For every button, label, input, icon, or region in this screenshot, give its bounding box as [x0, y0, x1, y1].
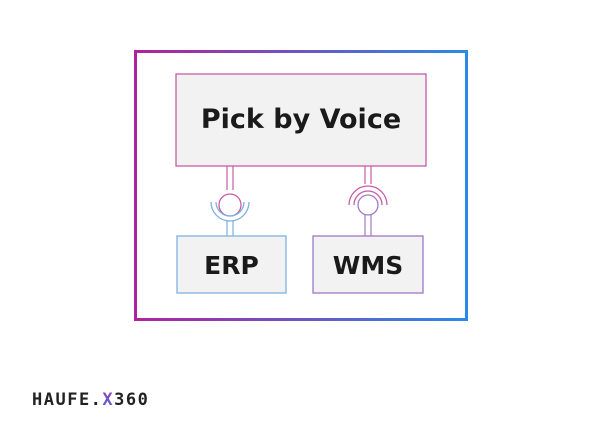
system-boundary-frame: [134, 50, 468, 321]
svg-text:HAUFE.X360: HAUFE.X360: [32, 390, 149, 410]
required-interface-socket: [348, 185, 388, 206]
pick-by-voice-label: Pick by Voice: [201, 104, 401, 135]
pick-by-voice-box: Pick by Voice: [175, 73, 427, 167]
provided-interface-ball: [357, 194, 379, 216]
haufe-x360-logo: HAUFE.X360: [32, 390, 149, 410]
brand-name: HAUFE.: [32, 390, 102, 410]
brand-suffix: 360: [114, 390, 149, 410]
required-interface-socket: [210, 201, 250, 222]
erp-interface-connector: [210, 166, 250, 236]
wms-interface-connector: [348, 166, 388, 236]
erp-label: ERP: [204, 251, 259, 280]
wms-label: WMS: [333, 251, 403, 280]
provided-interface-ball: [218, 193, 242, 217]
wms-box: WMS: [312, 235, 424, 294]
brand-x: X: [102, 390, 114, 410]
erp-box: ERP: [176, 235, 287, 294]
